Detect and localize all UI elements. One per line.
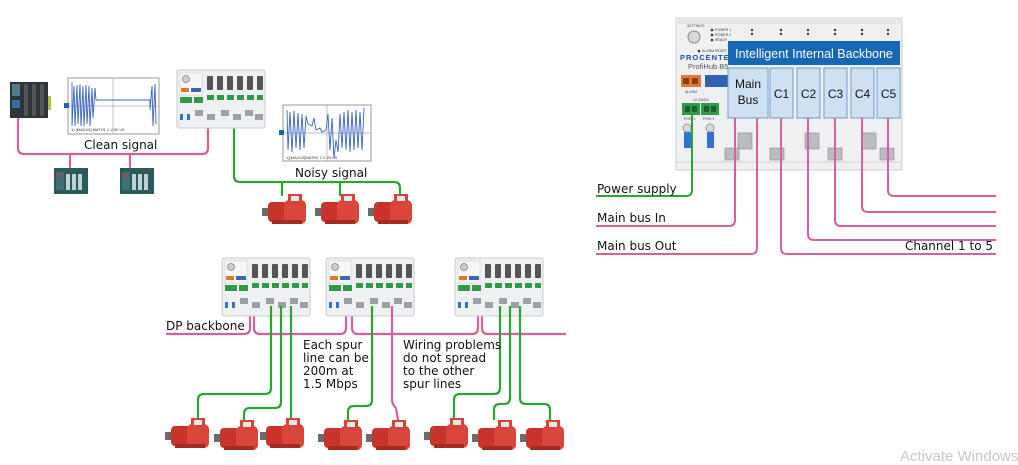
main-bus-in-wire bbox=[596, 118, 736, 227]
faceplate-power2: POWER 2 bbox=[715, 33, 731, 37]
block-main-bus: Main Bus bbox=[727, 67, 769, 119]
device-brand: PROCENTEC bbox=[680, 53, 736, 62]
spur-line bbox=[232, 128, 402, 194]
channel-1-wire bbox=[780, 118, 996, 255]
label-channel-1-to-5: Channel 1 to 5 bbox=[905, 239, 993, 253]
block-c5: C5 bbox=[876, 67, 901, 119]
faceplate-ready: READY bbox=[715, 38, 728, 42]
faceplate-settings: SETTINGS bbox=[687, 24, 705, 28]
profihub-icon bbox=[176, 69, 266, 129]
spur-line bbox=[518, 306, 552, 420]
faceplate-voltage: 12-24VDC bbox=[693, 98, 710, 102]
block-main-bus-line1: Main bbox=[735, 77, 761, 91]
network-clean-noisy: 1) [MAG10],MATH1 1 V 50 uS Clean signal … bbox=[10, 69, 412, 224]
motor-icon bbox=[260, 418, 304, 448]
caption-clean-signal: Clean signal bbox=[84, 138, 157, 152]
profihub-icon bbox=[325, 257, 415, 317]
block-c1-label: C1 bbox=[774, 87, 790, 101]
block-main-bus-line2: Bus bbox=[738, 93, 759, 107]
device-model: ProfiHub B5 bbox=[688, 62, 728, 71]
label-main-bus-out: Main bus Out bbox=[597, 239, 677, 253]
power-connector-1 bbox=[682, 103, 700, 115]
label-main-bus-in: Main bus In bbox=[597, 211, 666, 225]
note-wiring-problems: Wiring problems do not spread to the oth… bbox=[403, 338, 505, 391]
faceplate-pow2: POW 2 bbox=[703, 117, 714, 121]
label-power-supply: Power supply bbox=[597, 182, 677, 196]
main-bus-out-wire bbox=[596, 118, 758, 255]
motor-icon bbox=[520, 420, 564, 450]
channel-4-wire bbox=[861, 118, 996, 213]
internal-backbone-banner bbox=[728, 41, 900, 65]
motor-icon bbox=[368, 194, 412, 224]
fuse-icons bbox=[682, 123, 715, 148]
faceplate-pow1: POW 1 bbox=[684, 117, 695, 121]
channel-3-wire bbox=[834, 118, 996, 227]
spur-line bbox=[492, 306, 512, 420]
dp-backbone-segment bbox=[350, 306, 480, 336]
oscilloscope-noisy-readout: 1)[MAG10]MATH1 1 V 20 uS bbox=[286, 155, 338, 160]
channel-5-wire bbox=[887, 118, 996, 197]
motor-icon bbox=[366, 420, 410, 450]
oscilloscope-clean-readout: 1) [MAG10],MATH1 1 V 50 uS bbox=[71, 127, 125, 132]
caption-noisy-signal: Noisy signal bbox=[295, 166, 367, 180]
channel-2-wire bbox=[807, 118, 996, 241]
motor-icon bbox=[472, 420, 516, 450]
spur-line-pink bbox=[390, 306, 400, 421]
motor-icon bbox=[424, 418, 468, 448]
activate-windows-watermark: Activate Windows bbox=[900, 448, 1018, 465]
internal-backbone-label: Intelligent Internal Backbone bbox=[735, 47, 893, 61]
faceplate-power1: POWER 1 bbox=[715, 28, 731, 32]
network-dp-backbone: DP backbone Each spur line can be 200m a… bbox=[165, 257, 566, 450]
motor-icon bbox=[262, 194, 306, 224]
channel-status-leds bbox=[750, 28, 890, 36]
profihub-b5-detail: SETTINGS POWER 1 POWER 2 READY ALARM RES… bbox=[596, 17, 996, 255]
block-c4: C4 bbox=[850, 67, 875, 119]
spur-line bbox=[196, 306, 273, 418]
remote-io-icon bbox=[54, 168, 88, 194]
plc-icon bbox=[10, 82, 51, 118]
block-c1: C1 bbox=[769, 67, 794, 119]
spur-line bbox=[346, 306, 374, 420]
block-c2: C2 bbox=[796, 67, 821, 119]
motor-icon bbox=[318, 420, 362, 450]
note-spur-length: Each spur line can be 200m at 1.5 Mbps bbox=[303, 338, 373, 391]
dp-backbone-segment bbox=[480, 306, 566, 336]
dp-backbone-segment bbox=[252, 306, 348, 336]
profihub-icon bbox=[221, 257, 311, 317]
block-c3-label: C3 bbox=[828, 87, 844, 101]
dp-backbone-line bbox=[166, 306, 252, 336]
block-c4-label: C4 bbox=[855, 87, 871, 101]
power-connector-2 bbox=[701, 103, 719, 115]
block-c2-label: C2 bbox=[801, 87, 817, 101]
block-c3: C3 bbox=[823, 67, 848, 119]
remote-io-icon bbox=[120, 168, 154, 194]
motor-icon bbox=[315, 194, 359, 224]
oscilloscope-noisy: 1)[MAG10]MATH1 1 V 20 uS bbox=[279, 104, 372, 162]
motor-icon bbox=[165, 418, 209, 448]
settings-dial-icon bbox=[687, 30, 701, 44]
spur-line bbox=[452, 306, 502, 418]
block-c5-label: C5 bbox=[881, 87, 897, 101]
oscilloscope-clean: 1) [MAG10],MATH1 1 V 50 uS bbox=[64, 77, 160, 135]
motor-icon bbox=[214, 420, 258, 450]
profibus-logo bbox=[705, 75, 731, 87]
power-supply-wire bbox=[596, 115, 693, 197]
faceplate-alarm-reset: ALARM RESET bbox=[702, 49, 728, 53]
label-dp-backbone: DP backbone bbox=[166, 319, 245, 333]
profibus-line bbox=[16, 118, 210, 156]
faceplate-alarm: ALARM bbox=[685, 90, 697, 94]
spur-line bbox=[242, 306, 283, 422]
